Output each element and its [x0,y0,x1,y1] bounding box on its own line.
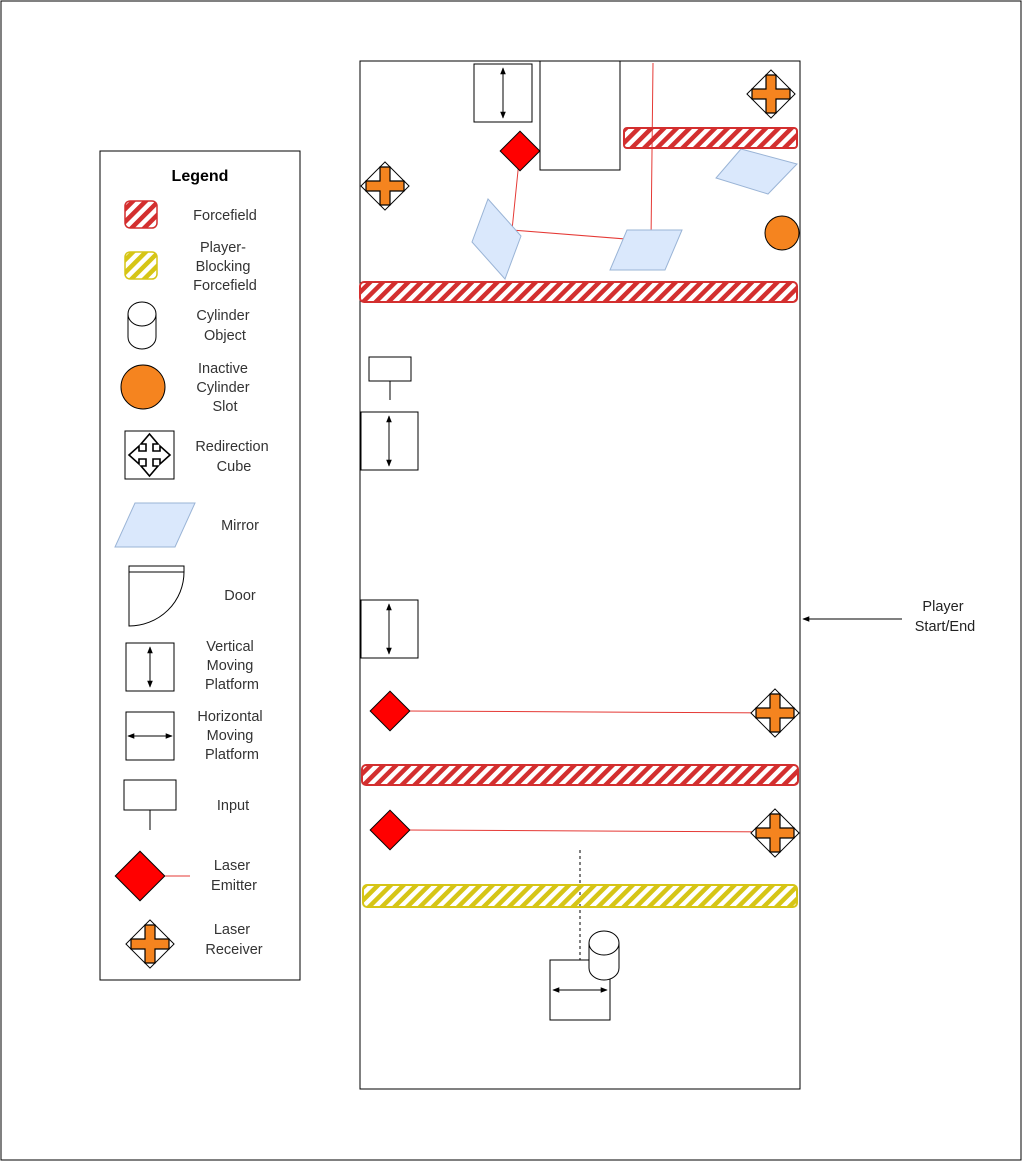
top-vertical-platform [473,63,533,123]
legend-label-forcefield: Forcefield [193,208,257,224]
player-blocking-forcefield [362,884,798,908]
legend-label-cylinder-object: Cylinder Object [196,308,253,344]
vertical-platform-left-lower [360,599,419,659]
mirror-right [715,148,798,195]
legend-label-door: Door [224,588,256,604]
legend-laser-emitter-icon [114,850,190,902]
legend-label-redirection-cube: Redirection Cube [195,439,272,475]
legend: Legend [99,150,301,981]
legend-redirection-cube-icon [124,430,175,480]
legend-label-player-blocking: Player- Blocking Forcefield [193,240,257,294]
legend-title: Legend [172,168,229,185]
forcefield-upper [359,281,798,303]
laser-beam-row-2 [404,829,776,833]
legend-label-laser-receiver: Laser Receiver [205,922,262,958]
legend-player-blocking-swatch [124,251,158,280]
legend-input-icon [123,779,177,830]
legend-vertical-platform-icon [125,642,175,692]
legend-label-mirror: Mirror [221,518,259,534]
legend-label-horizontal-platform: Horizontal Moving Platform [197,709,266,763]
legend-cylinder-slot-icon [120,364,166,410]
legend-door-icon [128,565,185,627]
legend-label-cylinder-slot: Inactive Cylinder Slot [196,361,253,415]
top-room-block [539,60,621,171]
player-start-label: Player Start/End [915,599,975,635]
forcefield-top-right [623,127,798,149]
level-map: Player Start/End [359,60,975,1090]
legend-horizontal-platform-icon [125,711,175,761]
legend-cylinder-icon [127,301,157,350]
legend-mirror-icon [114,502,196,548]
legend-label-vertical-platform: Vertical Moving Platform [205,639,259,693]
laser-path-top [511,62,654,242]
cylinder-object [588,930,620,981]
forcefield-lower [361,764,799,786]
legend-labels: Forcefield Player- Blocking Forcefield C… [193,208,272,958]
laser-beam-row-1 [404,710,776,714]
legend-label-laser-emitter: Laser Emitter [211,858,257,894]
legend-forcefield-swatch [124,200,158,229]
cylinder-slot [764,215,800,251]
mirror-center [609,229,683,271]
vertical-platform-left-upper [360,411,419,471]
mirror-left [471,198,522,280]
input-switch [368,356,412,400]
legend-label-input: Input [217,798,249,814]
